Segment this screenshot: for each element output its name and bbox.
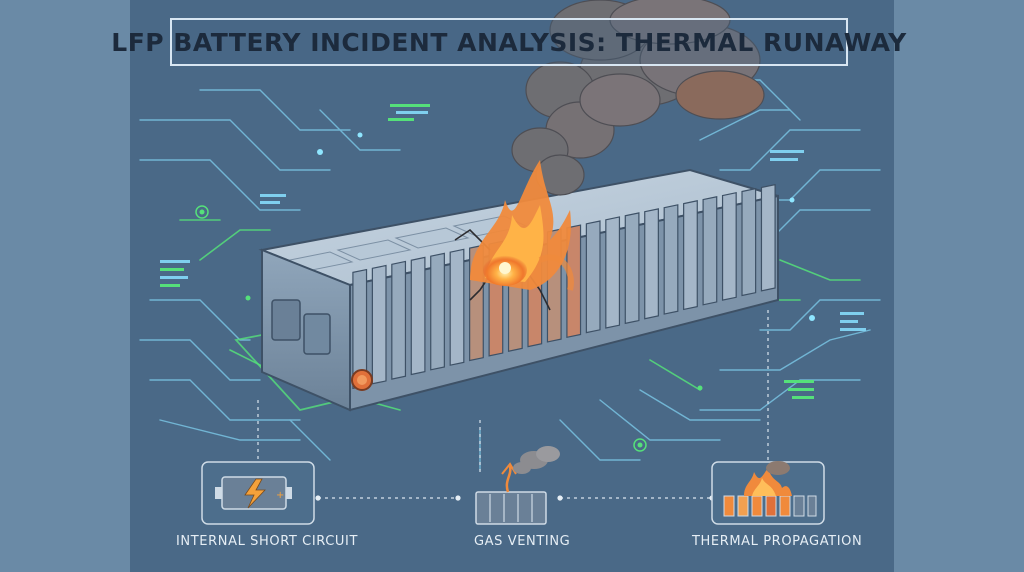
stage-label-gas-venting: GAS VENTING: [474, 534, 571, 549]
left-edge-band: [0, 0, 130, 572]
battery-cell-rib: [644, 208, 659, 320]
circuit-nodes: [195, 132, 815, 452]
battery-cell-rib: [624, 212, 640, 325]
battery-cell-rib: [449, 248, 465, 366]
battery-cell-rib: [605, 216, 621, 329]
battery-display-panel: [303, 313, 331, 355]
page-title: LFP BATTERY INCIDENT ANALYSIS: THERMAL R…: [111, 27, 907, 57]
battery-connector-port: [271, 299, 301, 341]
stage-label-internal-short-circuit: INTERNAL SHORT CIRCUIT: [176, 534, 359, 549]
battery-cell-rib: [430, 252, 445, 371]
battery-module: [258, 168, 779, 412]
battery-cell-rib: [760, 183, 776, 292]
battery-cell-rib: [741, 187, 757, 297]
gas-venting-cell-icon: [475, 446, 560, 525]
svg-text:+: +: [276, 490, 284, 501]
smoke-plume: [511, 0, 765, 196]
battery-cell-rib: [663, 204, 679, 315]
battery-cell-rib: [371, 264, 387, 385]
stage-label-thermal-propagation: THERMAL PROPAGATION: [692, 534, 863, 549]
battery-cell-rib: [585, 220, 601, 334]
battery-cell-rib: [391, 260, 407, 380]
leader-lines: [257, 310, 769, 499]
battery-cell-rib: [721, 191, 737, 301]
battery-cell-rib: [702, 196, 718, 306]
propagating-fire-cells-icon: [711, 461, 825, 525]
battery-cell-rib: [410, 256, 426, 376]
short-circuit-cell-icon: +: [201, 461, 315, 525]
battery-cell-rib: [683, 200, 698, 311]
right-edge-band: [894, 0, 1024, 572]
title-banner: LFP BATTERY INCIDENT ANALYSIS: THERMAL R…: [111, 18, 906, 66]
data-bar-glyphs: [160, 104, 866, 399]
fire-flame: [470, 160, 574, 291]
